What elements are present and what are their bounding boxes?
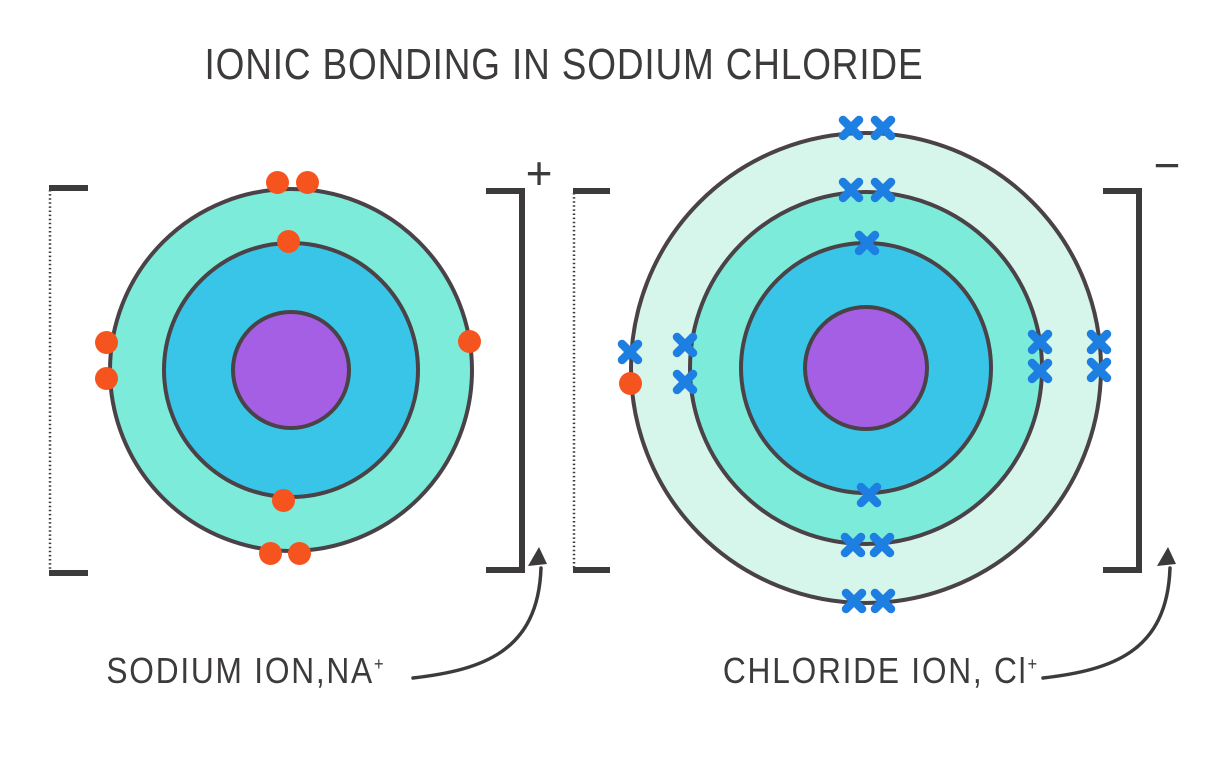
sodium-ion-label-text: SODIUM ION,NA (106, 650, 374, 691)
chloride-electron-x (867, 530, 897, 560)
sodium-left-bracket-arms (49, 185, 88, 576)
sodium-electron-dot (295, 170, 319, 194)
chloride-left-bracket-arms (573, 188, 610, 573)
chloride-electron-x (670, 367, 700, 397)
sodium-electron-dot (457, 329, 481, 353)
chloride-electron-x (836, 175, 866, 205)
sodium-electron-dot (94, 330, 118, 354)
diagram-title: IONIC BONDING IN SODIUM CHLORIDE (204, 40, 924, 89)
chloride-electron-x (852, 228, 882, 258)
sodium-electron-dot (276, 229, 300, 253)
chloride-bracket-charge: − (1153, 139, 1181, 191)
chloride-electron-x (868, 586, 898, 616)
sodium-shell-3 (231, 310, 351, 430)
sodium-electron-dot (287, 541, 311, 565)
chloride-electron-x (1025, 327, 1055, 357)
sodium-label-arrowhead (528, 547, 547, 566)
chloride-electron-x (868, 175, 898, 205)
chloride-electron-x (1025, 356, 1055, 386)
sodium-ion-charge-superscript: + (373, 653, 384, 674)
sodium-bracket-charge: + (525, 147, 553, 199)
sodium-electron-dot (271, 488, 295, 512)
sodium-electron-dot (94, 366, 118, 390)
sodium-right-bracket (486, 188, 525, 573)
chloride-electron-x (615, 337, 645, 367)
chloride-electron-x (854, 480, 884, 510)
chloride-ion-charge-superscript: + (1027, 653, 1038, 674)
chloride-electron-x (670, 330, 700, 360)
chloride-ion-label-text: CHLORIDE ION, Cl (722, 650, 1028, 691)
chloride-ion-label: CHLORIDE ION, Cl+ (713, 650, 1047, 692)
chloride-electron-x (838, 530, 868, 560)
chloride-electron-x (839, 586, 869, 616)
chloride-electron-x (868, 113, 898, 143)
sodium-ion-label: SODIUM ION,NA+ (78, 650, 412, 692)
chloride-label-arrowhead (1157, 547, 1176, 566)
chloride-electron-x (1084, 327, 1114, 357)
sodium-label-arrow (411, 566, 543, 680)
chloride-electron-x (836, 113, 866, 143)
chloride-label-arrow (1041, 566, 1172, 680)
chloride-shell-4 (803, 305, 929, 431)
chloride-electron-x (1084, 355, 1114, 385)
sodium-electron-dot (258, 541, 282, 565)
chloride-transferred-electron-dot (618, 371, 642, 395)
sodium-electron-dot (265, 170, 289, 194)
